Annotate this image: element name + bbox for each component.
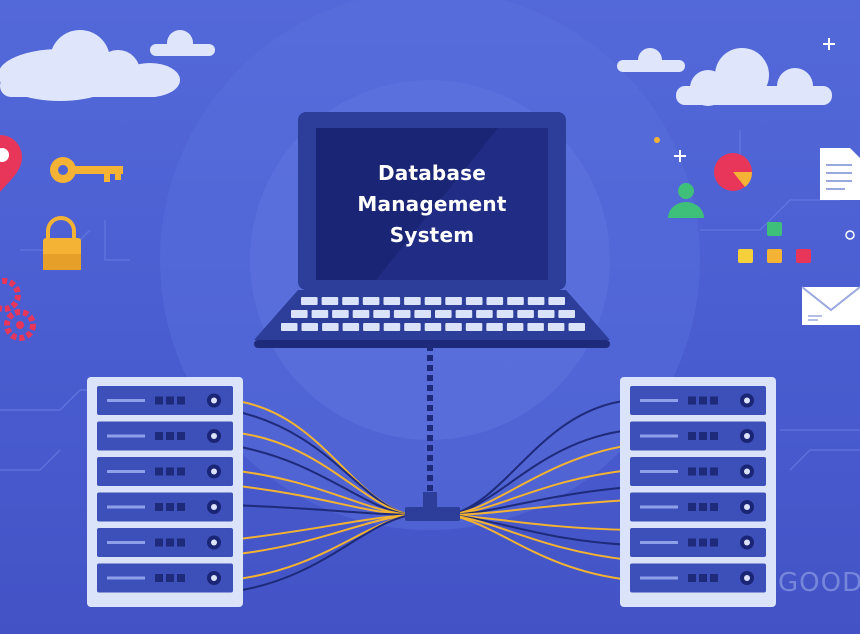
server-rack-icon [620,377,776,607]
keyboard-key [486,323,503,331]
keyboard-key [486,297,504,305]
keyboard-key [527,323,544,331]
cloud-icon [0,30,180,101]
keyboard-key [424,323,442,331]
keyboard-key [281,323,298,331]
keyboard-key [332,310,349,318]
cloud-icon [150,30,215,56]
server-unit [97,492,233,522]
keyboard-key [404,297,421,305]
network-hub-icon [405,492,460,521]
keyboard-key [507,297,524,305]
keyboard-key [547,323,565,331]
keyboard-key [548,297,565,305]
keyboard-key [301,323,318,331]
screen-title-line-3: System [389,223,475,247]
server-unit [630,528,766,557]
screen-title: Database Management System [316,158,548,251]
keyboard-key [496,310,514,318]
server-unit [97,528,233,557]
server-unit [630,386,766,415]
cloud-icon [617,48,685,72]
server-unit [630,457,766,486]
keyboard-key [445,323,462,331]
keyboard-key [393,310,411,318]
keyboard-key [517,310,534,318]
org-chart-icon [738,222,811,263]
keyboard-key [311,310,329,318]
keyboard-key [476,310,493,318]
keyboard-key [342,323,360,331]
keyboard-key [383,323,401,331]
keyboard-key [383,297,401,305]
keyboard-key [455,310,473,318]
keyboard-key [558,310,575,318]
watermark-text: GOOD [778,568,860,598]
keyboard-key [568,323,585,331]
dot-icon [845,230,855,240]
keyboard-key [301,297,318,305]
gear-icon [0,278,36,341]
keyboard-key [291,310,308,318]
cloud-icon [676,48,832,106]
keyboard-key [321,297,339,305]
keyboard-key [352,310,370,318]
keyboard-key [373,310,390,318]
keyboard-key [527,297,545,305]
server-unit [97,457,233,486]
keyboard-key [404,323,421,331]
pie-chart-icon [714,153,753,191]
location-pin-icon [0,135,22,192]
key-icon [50,157,123,183]
keyboard-key [435,310,452,318]
laptop-icon [254,112,610,348]
keyboard-key [445,297,462,305]
keyboard-key [465,323,483,331]
envelope-icon [801,286,860,325]
keyboard-key [414,310,431,318]
server-unit [97,563,233,593]
screen-title-line-2: Management [357,192,507,216]
keyboard-key [424,297,442,305]
keyboard-key [465,297,483,305]
keyboard-key [537,310,555,318]
server-rack-icon [87,377,243,607]
sparkle-icon [674,38,835,162]
keyboard-key [506,323,524,331]
document-icon [820,148,860,200]
keyboard [281,297,585,331]
server-unit [97,421,233,451]
padlock-icon [43,216,81,270]
dot-icon [654,137,660,143]
cables-left [229,399,411,593]
server-unit [630,563,766,593]
screen-title-line-1: Database [377,161,487,185]
cables-right [449,399,631,581]
server-unit [630,421,766,451]
server-unit [630,492,766,522]
keyboard-key [322,323,339,331]
keyboard-key [363,323,380,331]
keyboard-key [362,297,380,305]
server-unit [97,386,233,415]
keyboard-key [342,297,359,305]
user-icon [668,183,704,218]
